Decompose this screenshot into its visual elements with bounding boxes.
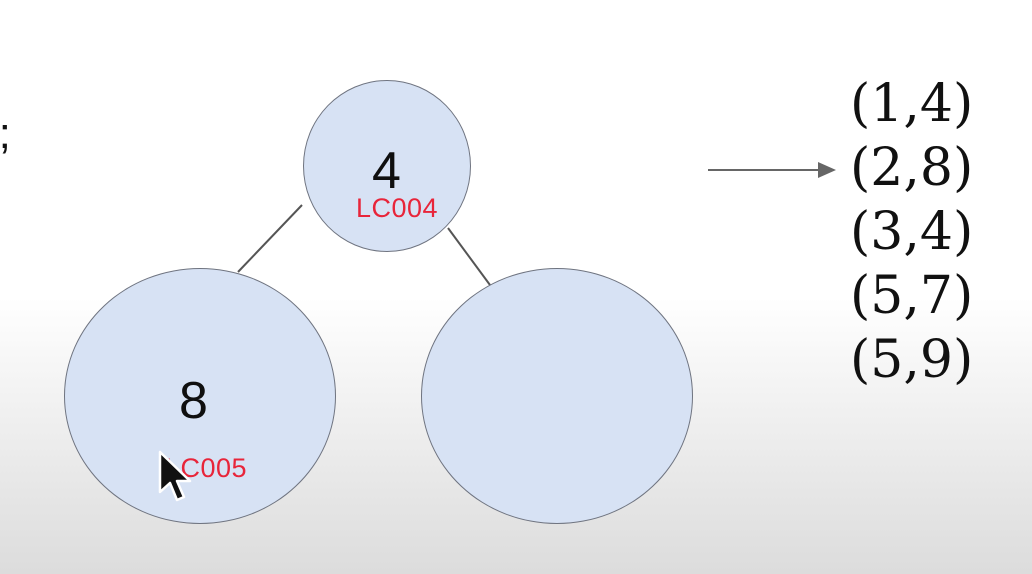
mouse-pointer-icon [158,450,192,502]
pair-item: (2,8) [850,138,974,198]
edge-root-right [447,227,491,286]
tree-node-root: 4 LC004 [303,80,471,252]
clipped-code-text: ); [0,112,11,156]
pair-item: (3,4) [850,202,974,262]
root-node-value: 4 [372,142,401,200]
pointer-arrow-head [818,162,836,178]
tree-node-right [421,268,693,524]
pair-item: (5,7) [850,266,974,326]
root-node-code: LC004 [356,193,439,223]
pair-item: (1,4) [850,74,974,134]
edge-root-left [237,204,303,273]
pair-list: (1,4) (2,8) (3,4) (5,7) (5,9) [850,72,973,392]
pair-item: (5,9) [850,330,974,390]
left-node-value: 8 [179,372,208,430]
tree-node-left: 8 LC005 [64,268,336,524]
